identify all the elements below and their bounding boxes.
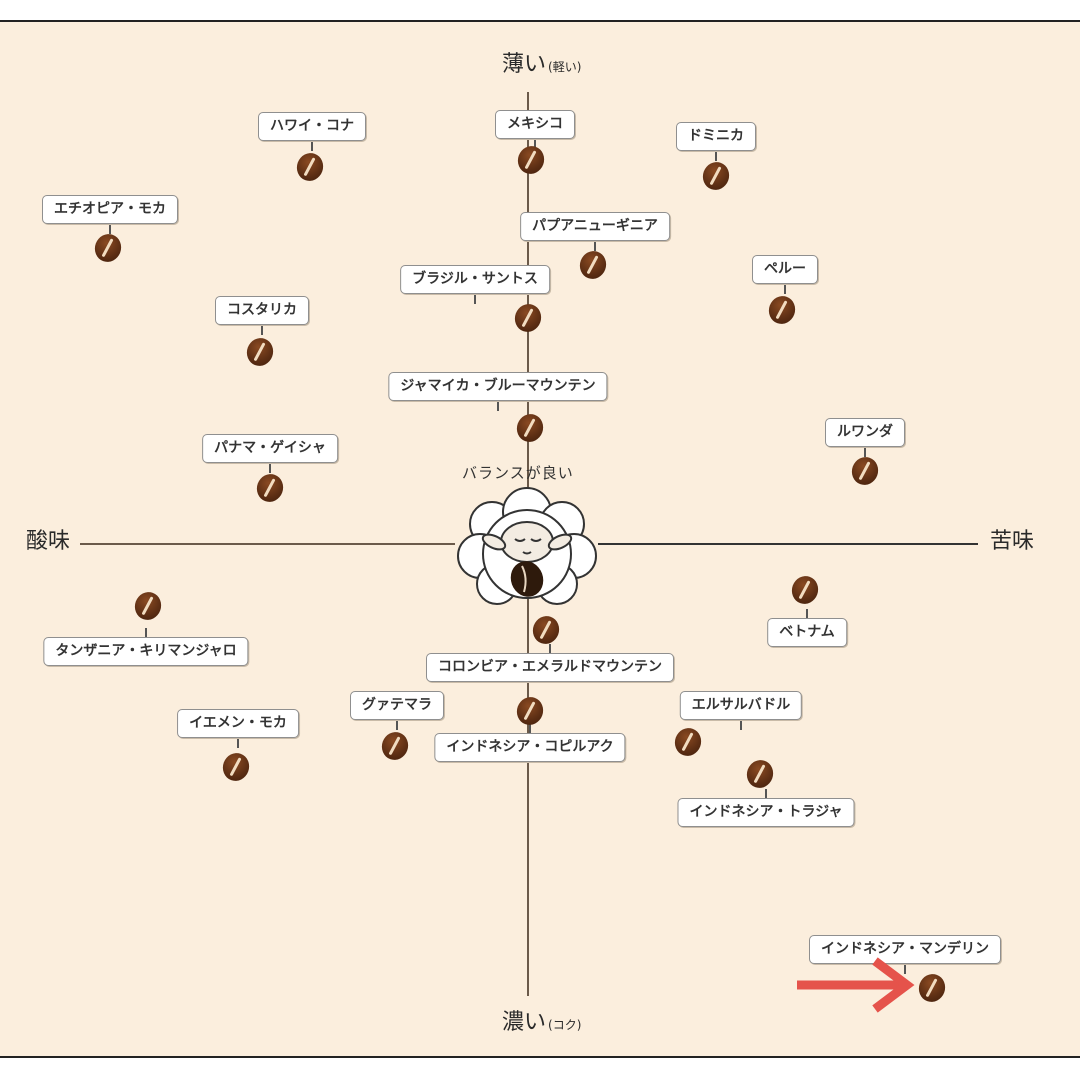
connector-tick bbox=[534, 140, 536, 149]
coffee-label: グァテマラ bbox=[350, 691, 444, 720]
connector-tick bbox=[269, 464, 271, 473]
connector-tick bbox=[311, 142, 313, 151]
axis-label-bottom: 濃い(コク) bbox=[502, 1010, 582, 1035]
coffee-label: ドミニカ bbox=[676, 122, 756, 151]
connector-tick bbox=[904, 965, 906, 974]
coffee-label: インドネシア・コピルアク bbox=[434, 733, 626, 762]
coffee-label: メキシコ bbox=[495, 110, 575, 139]
coffee-label: エルサルバドル bbox=[679, 691, 803, 720]
coffee-label: イエメン・モカ bbox=[177, 709, 299, 738]
axis-label-right: 苦味 bbox=[990, 529, 1035, 554]
connector-tick bbox=[474, 295, 476, 304]
sheep-mascot-icon bbox=[457, 487, 597, 605]
connector-tick bbox=[261, 326, 263, 335]
connector-tick bbox=[715, 152, 717, 161]
coffee-label: コスタリカ bbox=[215, 296, 309, 325]
axis-label-left: 酸味 bbox=[26, 529, 71, 554]
coffee-label: インドネシア・トラジャ bbox=[677, 798, 855, 827]
horizontal-axis-left bbox=[80, 543, 455, 545]
coffee-label: コロンビア・エメラルドマウンテン bbox=[426, 653, 674, 682]
connector-tick bbox=[497, 402, 499, 411]
horizontal-axis-right bbox=[598, 543, 978, 545]
connector-tick bbox=[549, 644, 551, 653]
coffee-label: パプアニューギニア bbox=[520, 212, 670, 241]
connector-tick bbox=[594, 242, 596, 251]
center-label: バランスが良い bbox=[462, 464, 574, 482]
connector-tick bbox=[864, 448, 866, 457]
connector-tick bbox=[784, 285, 786, 294]
connector-tick bbox=[740, 721, 742, 730]
coffee-label: ルワンダ bbox=[825, 418, 905, 447]
axis-label-top: 薄い(軽い) bbox=[502, 52, 582, 77]
connector-tick bbox=[765, 789, 767, 798]
red-arrow-icon bbox=[797, 957, 915, 1013]
connector-tick bbox=[806, 609, 808, 618]
coffee-label: ブラジル・サントス bbox=[400, 265, 550, 294]
coffee-label: エチオピア・モカ bbox=[42, 195, 178, 224]
coffee-label: ハワイ・コナ bbox=[258, 112, 366, 141]
connector-tick bbox=[237, 739, 239, 748]
connector-tick bbox=[529, 724, 531, 733]
connector-tick bbox=[396, 721, 398, 730]
coffee-label: ペルー bbox=[752, 255, 818, 284]
coffee-label: ベトナム bbox=[767, 618, 847, 647]
connector-tick bbox=[109, 225, 111, 234]
coffee-label: ジャマイカ・ブルーマウンテン bbox=[388, 372, 608, 401]
coffee-label: パナマ・ゲイシャ bbox=[202, 434, 338, 463]
connector-tick bbox=[145, 628, 147, 637]
coffee-label: タンザニア・キリマンジャロ bbox=[43, 637, 249, 666]
coffee-label: インドネシア・マンデリン bbox=[809, 935, 1001, 964]
